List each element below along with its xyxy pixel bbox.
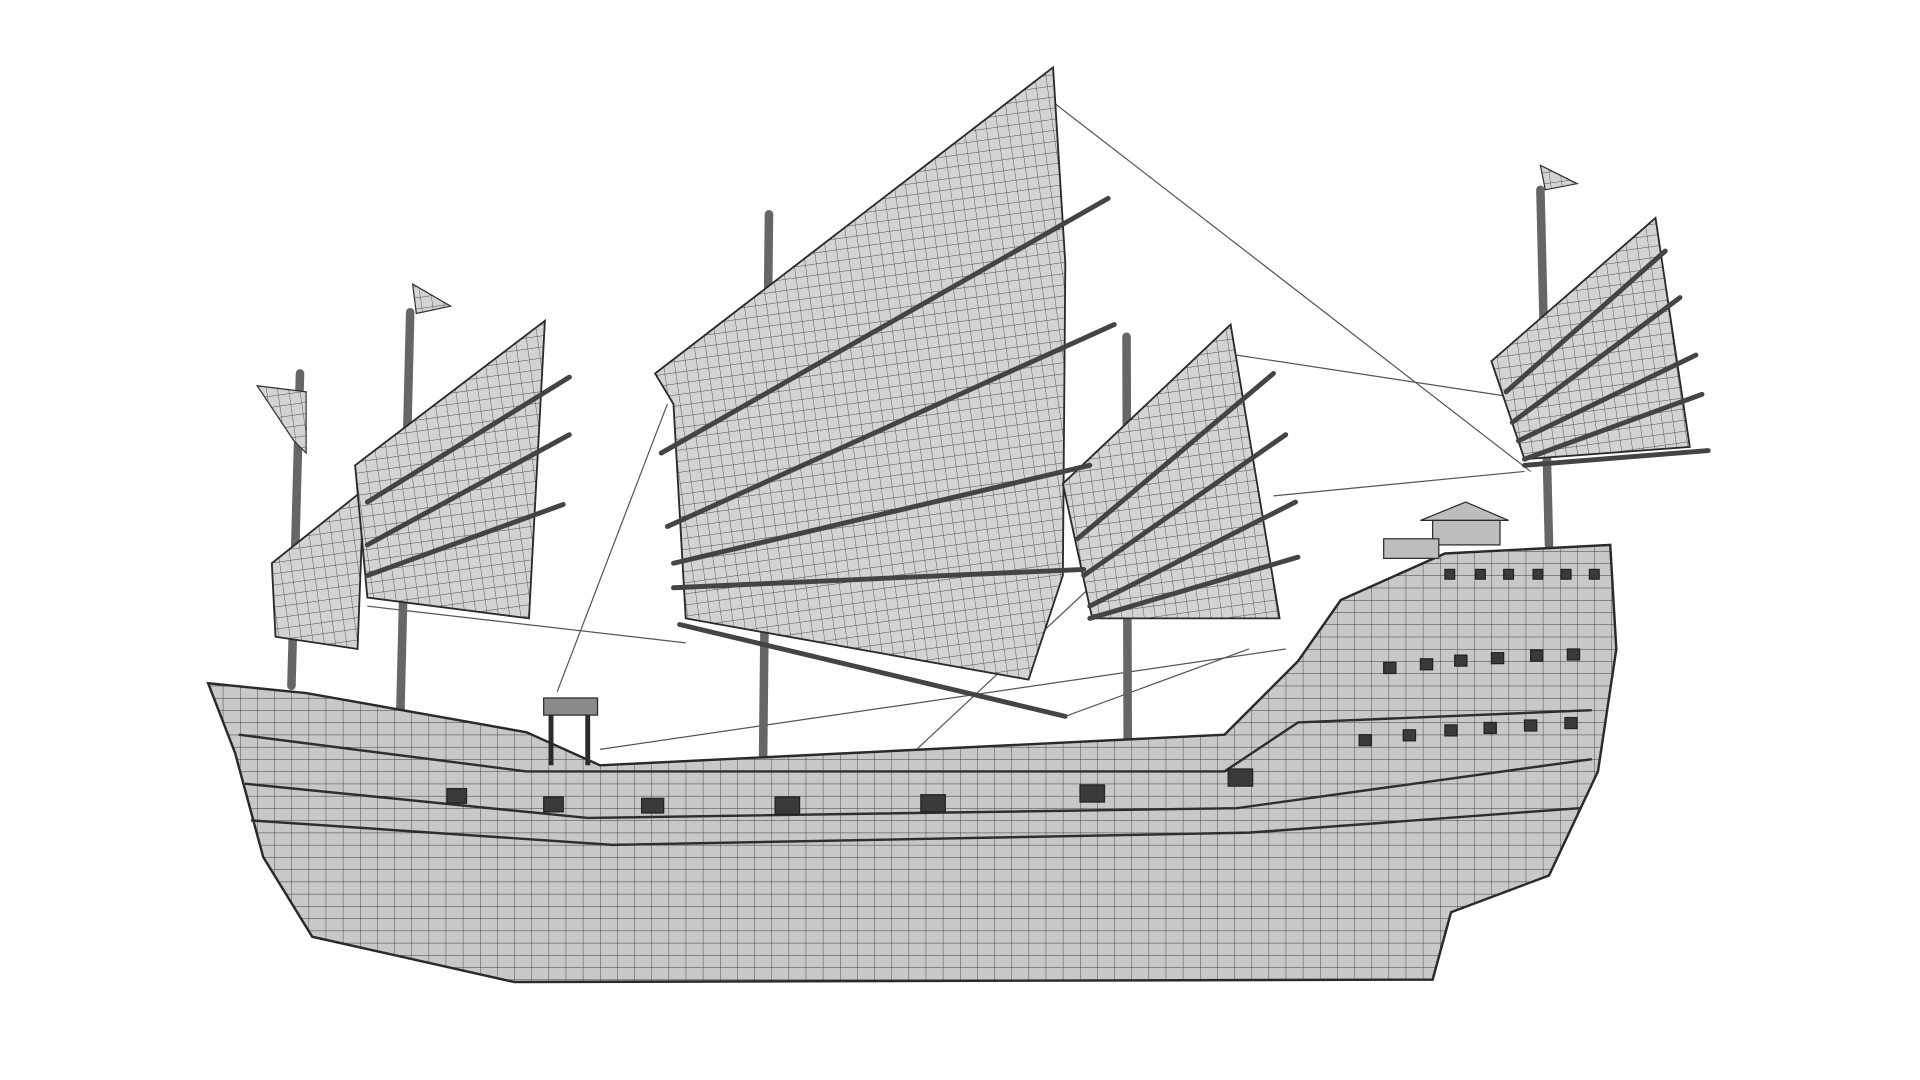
- deck-house: [1383, 501, 1509, 559]
- sail-stern: [270, 487, 365, 651]
- sail-battens: [364, 195, 1711, 719]
- flag-fore: [411, 282, 453, 315]
- windlass: [543, 697, 599, 766]
- rigging-lines: [367, 103, 1531, 760]
- hull: [206, 543, 1618, 984]
- gun-ports: [446, 568, 1600, 815]
- sail-aft: [354, 318, 546, 620]
- hull-strakes: [238, 708, 1593, 847]
- sail-main: [653, 65, 1067, 681]
- flag-bow: [1539, 164, 1580, 191]
- flag-stern: [255, 384, 307, 455]
